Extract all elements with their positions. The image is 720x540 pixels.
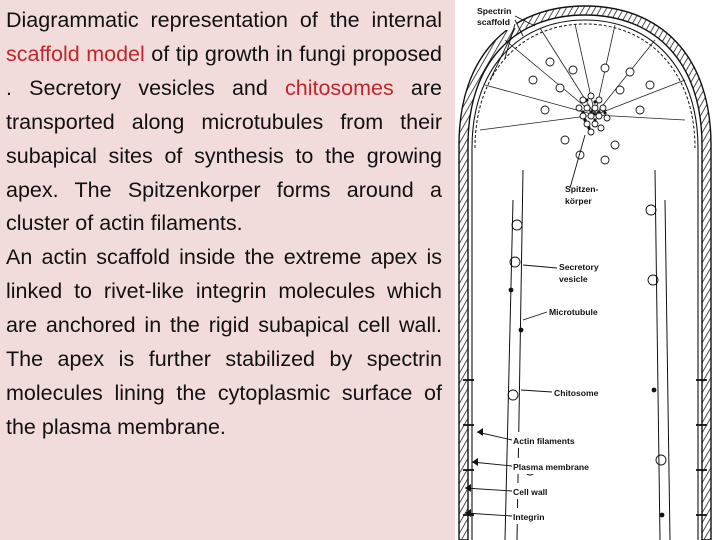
label-actin-filaments: Actin filaments <box>513 436 575 446</box>
label-integrin: Integrin <box>513 512 545 522</box>
label-bg-cellwall <box>510 483 570 499</box>
caption-text-a: Diagrammatic representation of the inter… <box>6 8 442 32</box>
label-bg-secretory <box>555 258 615 288</box>
label-cell-wall: Cell wall <box>513 487 547 497</box>
chitosomes <box>508 287 665 518</box>
label-spectrin-line2: scaffold <box>477 17 510 27</box>
label-chitosome: Chitosome <box>554 388 599 398</box>
caption-text-c: are transported along microtubules from … <box>6 75 442 236</box>
cell-wall <box>458 5 712 540</box>
highlight-scaffold-model: scaffold model <box>6 41 145 66</box>
leader-lines <box>464 15 586 517</box>
plasma-membrane <box>471 19 699 540</box>
label-secretory-line2: vesicle <box>559 274 588 284</box>
spitzenkorper-cluster <box>575 92 611 136</box>
label-spectrin-line1: Spectrin <box>477 6 511 16</box>
label-spitzenkorper-line1: Spitzen- <box>565 184 599 194</box>
caption-paragraph-2: An actin scaffold inside the extreme ape… <box>6 245 442 439</box>
microtubules <box>504 169 671 540</box>
caption-paragraph-1: Diagrammatic representation of the inter… <box>6 4 442 241</box>
label-bg-chitosome <box>550 384 610 400</box>
label-bg-spitzenkorper <box>555 180 615 210</box>
label-spitzenkorper-line2: körper <box>565 196 592 206</box>
spitzenkorper-dots <box>581 98 607 130</box>
label-plasma-membrane: Plasma membrane <box>513 462 589 472</box>
label-bg-actin <box>510 432 590 448</box>
diagram-svg: Spectrin scaffold Spitzen- körper Secret… <box>458 4 712 540</box>
highlight-chitosomes: chitosomes <box>285 75 394 100</box>
tip-growth-diagram: Spectrin scaffold Spitzen- körper Secret… <box>455 0 720 540</box>
caption-text-b: of tip growth in fungi proposed . Secret… <box>6 41 442 100</box>
label-bg-spectrin <box>475 4 517 30</box>
arrowheads <box>465 428 483 517</box>
label-bg-integrin <box>510 508 565 524</box>
caption-text: Diagrammatic representation of the inter… <box>6 4 442 445</box>
label-bg-plasma <box>510 458 598 474</box>
label-bg-microtubule <box>545 303 623 319</box>
spectrin-scaffold <box>474 23 696 149</box>
label-secretory-line1: Secretory <box>559 262 599 272</box>
label-microtubule: Microtubule <box>549 307 598 317</box>
